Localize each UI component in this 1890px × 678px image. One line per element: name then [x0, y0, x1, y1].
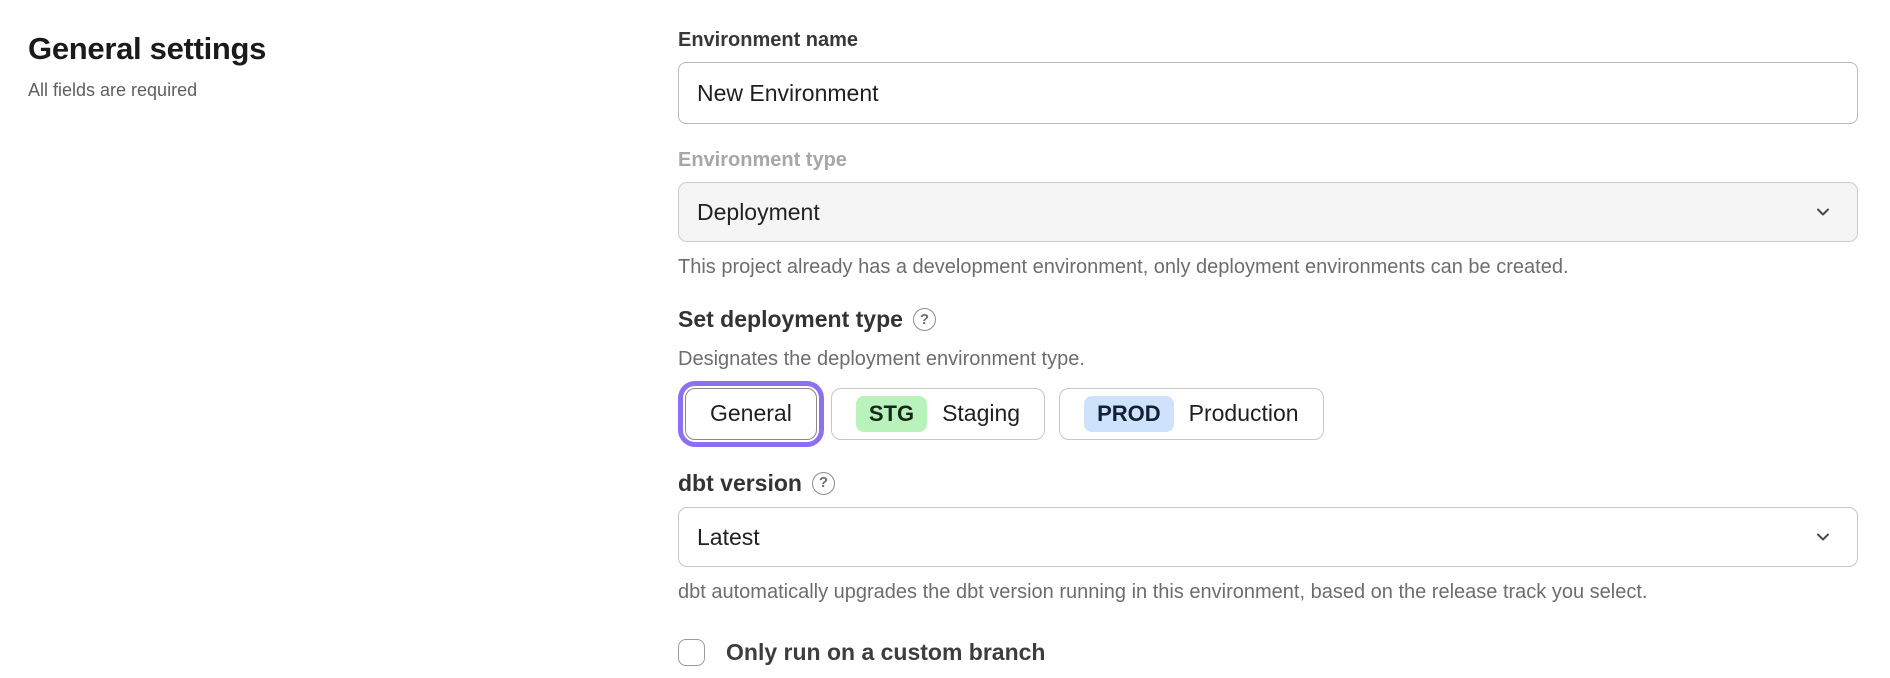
- dbt-version-value: Latest: [697, 523, 760, 550]
- custom-branch-label[interactable]: Only run on a custom branch: [726, 639, 1046, 666]
- dbt-version-heading-label: dbt version: [678, 469, 802, 496]
- question-circle-icon[interactable]: ?: [811, 471, 835, 495]
- environment-type-select[interactable]: Deployment: [678, 182, 1858, 242]
- page-subtitle: All fields are required: [28, 80, 198, 101]
- environment-type-helper: This project already has a development e…: [678, 256, 1569, 278]
- dbt-version-helper: dbt automatically upgrades the dbt versi…: [678, 581, 1648, 604]
- deployment-type-general-button[interactable]: General: [685, 387, 817, 440]
- deployment-type-production-button[interactable]: PROD Production: [1059, 387, 1324, 440]
- environment-type-value: Deployment: [697, 198, 820, 225]
- dbt-version-heading: dbt version ?: [678, 470, 1858, 498]
- settings-header: General settings All fields are required: [28, 30, 588, 101]
- staging-button-label: Staging: [942, 400, 1021, 427]
- deployment-type-staging-button[interactable]: STG Staging: [830, 387, 1046, 440]
- deployment-type-options: General STG Staging PROD Production: [678, 387, 1858, 440]
- page-title: General settings: [28, 31, 267, 66]
- custom-branch-checkbox[interactable]: [678, 639, 705, 667]
- staging-badge: STG: [855, 395, 928, 432]
- environment-name-input[interactable]: [678, 62, 1858, 124]
- production-badge: PROD: [1084, 395, 1174, 432]
- environment-settings-form: Environment name Environment type Deploy…: [678, 28, 1858, 667]
- chevron-down-icon: [1813, 527, 1833, 547]
- deployment-type-helper: Designates the deployment environment ty…: [678, 347, 1085, 370]
- deployment-type-heading: Set deployment type ?: [678, 306, 1858, 334]
- production-button-label: Production: [1188, 400, 1299, 427]
- question-circle-icon[interactable]: ?: [912, 308, 936, 332]
- environment-type-label: Environment type: [678, 149, 847, 171]
- general-button-label: General: [710, 400, 792, 427]
- chevron-down-icon: [1813, 202, 1833, 222]
- deployment-type-heading-label: Set deployment type: [678, 306, 903, 332]
- environment-name-label: Environment name: [678, 29, 859, 51]
- dbt-version-select[interactable]: Latest: [678, 507, 1858, 568]
- custom-branch-row: Only run on a custom branch: [678, 639, 1858, 667]
